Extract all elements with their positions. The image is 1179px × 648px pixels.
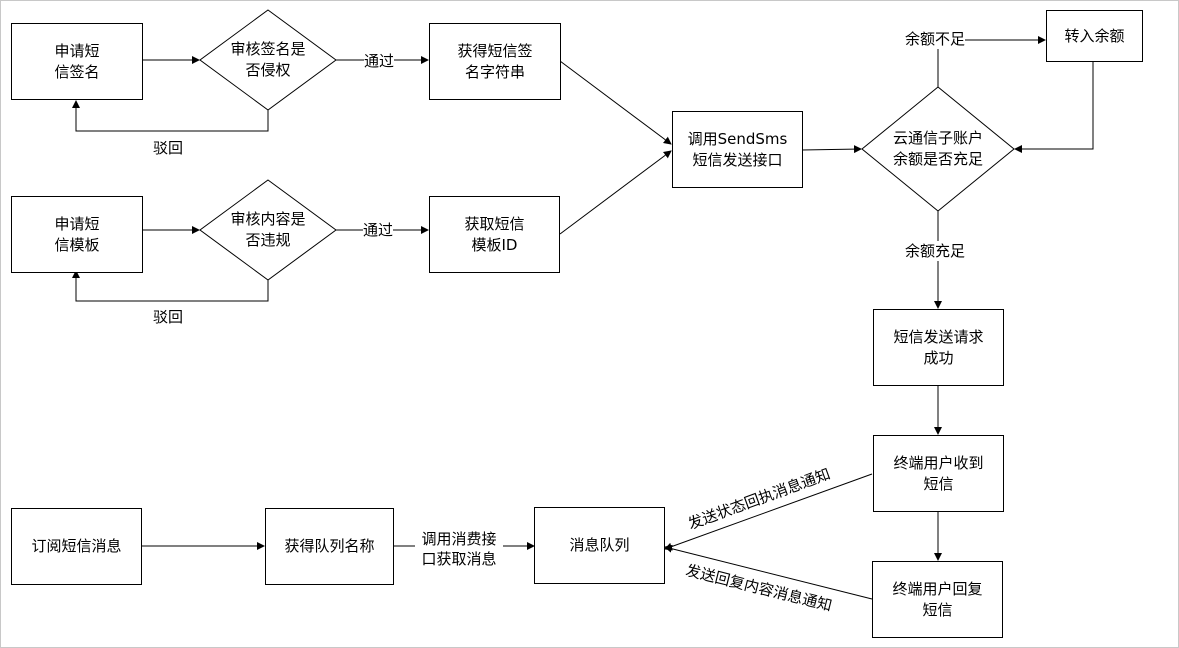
label-reject-signature: 驳回 — [153, 138, 184, 158]
label-sufficient: 余额充足 — [905, 241, 966, 261]
review-signature-text: 审核签名是 否侵权 — [230, 40, 306, 79]
get-signature-string-text: 获得短信签 名字符串 — [457, 41, 533, 81]
apply-signature-box: 申请短 信签名 — [11, 23, 143, 100]
get-template-id-text: 获取短信 模板ID — [464, 214, 525, 254]
get-queue-name-text: 获得队列名称 — [284, 537, 375, 555]
review-template-text: 审核内容是 否违规 — [230, 210, 306, 249]
terminal-receive-text: 终端用户收到 短信 — [893, 453, 984, 493]
label-consume: 调用消费接 口获取消息 — [415, 529, 503, 569]
arrow-reject-signature — [72, 100, 269, 132]
arrow-signature-to-sendsms — [559, 60, 672, 145]
send-success-text: 短信发送请求 成功 — [893, 327, 984, 367]
label-pass-signature: 通过 — [364, 51, 395, 71]
label-reject-template: 驳回 — [153, 307, 184, 327]
label-insufficient: 余额不足 — [905, 29, 966, 49]
arrow-transfer-to-balance — [1014, 62, 1094, 153]
subscribe-text: 订阅短信消息 — [31, 537, 122, 555]
balance-check-text: 云通信子账户 余额是否充足 — [892, 129, 983, 168]
terminal-reply-text: 终端用户回复 短信 — [892, 579, 983, 619]
get-queue-name-box: 获得队列名称 — [265, 508, 394, 585]
apply-signature-text: 申请短 信签名 — [54, 41, 100, 81]
send-success-box: 短信发送请求 成功 — [873, 309, 1004, 386]
arrow-sendsms-to-balance — [801, 145, 862, 154]
arrow-template-to-sendsms — [559, 150, 672, 235]
message-queue-text: 消息队列 — [569, 536, 630, 554]
arrow-status-receipt-to-queue — [664, 473, 873, 551]
terminal-reply-box: 终端用户回复 短信 — [872, 561, 1003, 638]
subscribe-box: 订阅短信消息 — [11, 508, 142, 585]
get-signature-string-box: 获得短信签 名字符串 — [429, 23, 561, 100]
transfer-balance-text: 转入余额 — [1064, 26, 1125, 45]
terminal-receive-box: 终端用户收到 短信 — [873, 435, 1004, 512]
arrow-reject-template — [72, 270, 269, 302]
call-sendsms-box: 调用SendSms 短信发送接口 — [672, 111, 803, 188]
get-template-id-box: 获取短信 模板ID — [429, 196, 560, 273]
transfer-balance-box: 转入余额 — [1046, 10, 1143, 62]
call-sendsms-text: 调用SendSms 短信发送接口 — [687, 129, 788, 169]
apply-template-text: 申请短 信模板 — [54, 214, 100, 254]
arrow-reply-to-queue — [664, 544, 873, 600]
label-pass-template: 通过 — [363, 220, 394, 240]
apply-template-box: 申请短 信模板 — [11, 196, 143, 273]
message-queue-box: 消息队列 — [534, 507, 665, 584]
